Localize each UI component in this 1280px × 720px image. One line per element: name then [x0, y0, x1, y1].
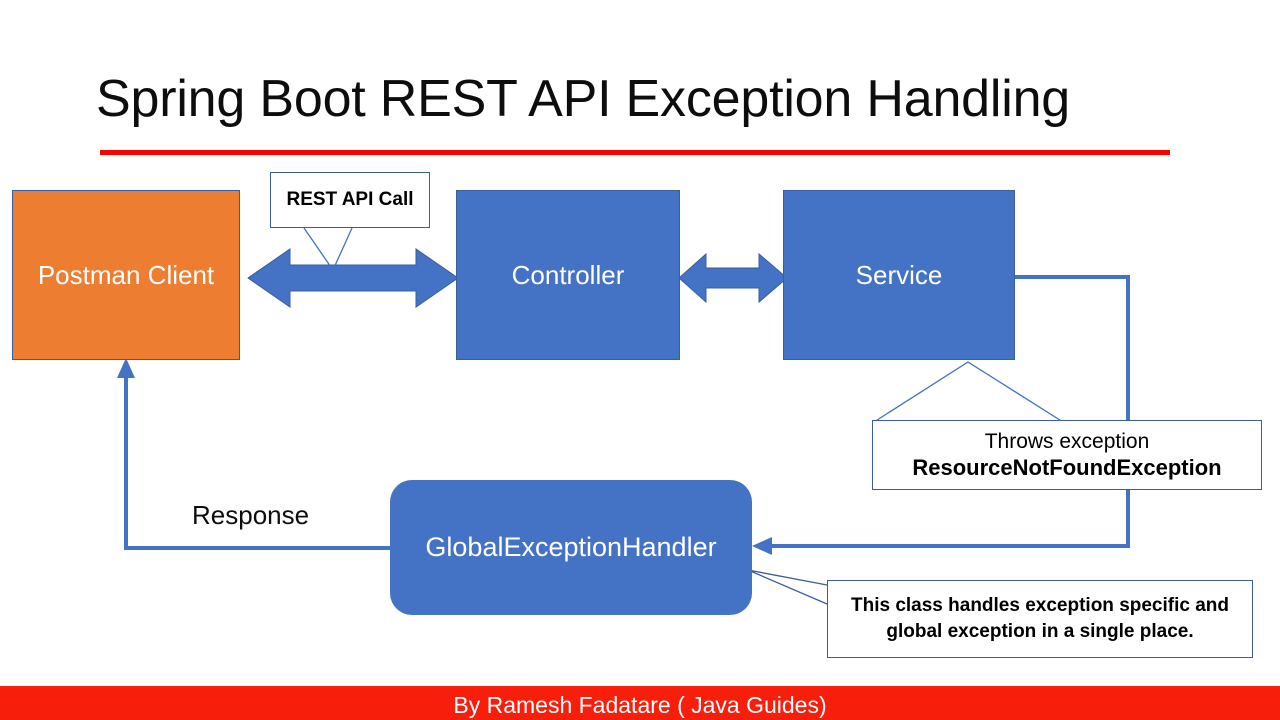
callout-throws-exception: Throws exception ResourceNotFoundExcepti… — [872, 420, 1262, 490]
node-service[interactable]: Service — [783, 190, 1015, 360]
arrow-postman-controller — [247, 248, 459, 308]
footer-bar — [0, 686, 1280, 720]
arrow-controller-service — [678, 252, 788, 304]
callout-handler-description: This class handles exception specific an… — [827, 580, 1253, 658]
callout-rest-api-call: REST API Call — [270, 172, 430, 228]
node-service-label: Service — [855, 259, 943, 290]
footer-credit-text: By Ramesh Fadatare ( Java Guides) — [453, 692, 827, 718]
connector-label-response: Response — [192, 500, 310, 530]
node-postman-client[interactable]: Postman Client — [12, 190, 240, 360]
node-global-exception-handler[interactable]: GlobalExceptionHandler — [390, 480, 752, 615]
title-underline-rule — [100, 150, 1170, 155]
callout-throws-line-2: ResourceNotFoundException — [912, 455, 1222, 480]
node-postman-client-label: Postman Client — [37, 259, 215, 290]
callout-tail-throws-exception — [873, 361, 1064, 423]
callout-tail-rest-api-call — [303, 227, 353, 272]
node-global-exception-handler-label: GlobalExceptionHandler — [425, 532, 717, 562]
callout-handler-line-1: This class handles exception specific an… — [850, 595, 1230, 616]
callout-throws-line-1: Throws exception — [984, 430, 1150, 453]
node-controller[interactable]: Controller — [456, 190, 680, 360]
node-controller-label: Controller — [511, 259, 625, 290]
page-title: Spring Boot REST API Exception Handling — [96, 70, 1071, 128]
callout-tail-handler-note — [747, 569, 828, 605]
callout-rest-api-call-text: REST API Call — [286, 189, 414, 210]
callout-handler-line-2: global exception in a single place. — [886, 621, 1194, 642]
